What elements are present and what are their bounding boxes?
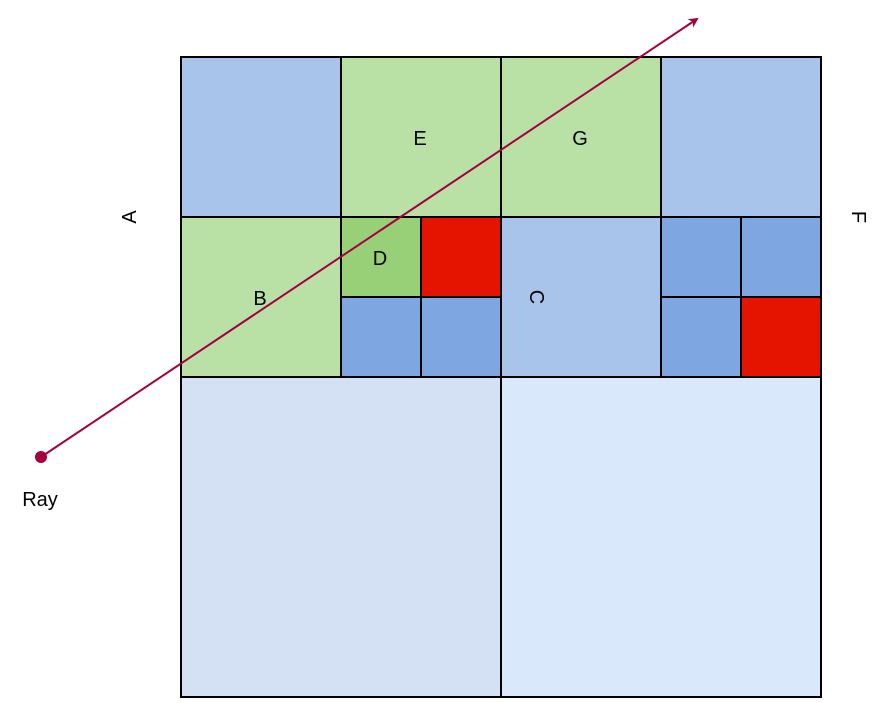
- cell-bottom-left: [180, 376, 502, 698]
- cell-c: [500, 216, 662, 378]
- cell-e: [340, 56, 502, 218]
- cell-f-top-left: [660, 216, 742, 298]
- cell-d-right-red: [420, 216, 502, 298]
- cell-bottom-right: [500, 376, 822, 698]
- outer-border: [180, 56, 822, 698]
- label-f: F: [847, 211, 869, 223]
- label-b: B: [253, 288, 266, 310]
- cell-f-top-right: [740, 216, 822, 298]
- label-e: E: [413, 128, 426, 150]
- cell-f-bottom-right-red: [740, 296, 822, 378]
- ray-line: [40, 17, 699, 458]
- cell-f-bottom-left: [660, 296, 742, 378]
- label-ray: Ray: [22, 489, 58, 511]
- label-g: G: [572, 128, 588, 150]
- cell-d-bottom-right: [420, 296, 502, 378]
- ray-origin-dot: [35, 451, 47, 463]
- label-c: C: [525, 290, 547, 304]
- cell-top-right: [660, 56, 822, 218]
- cell-d-bottom-left: [340, 296, 422, 378]
- cell-g: [500, 56, 662, 218]
- cell-top-left: [180, 56, 342, 218]
- label-d: D: [373, 248, 387, 270]
- cell-b: [180, 216, 342, 378]
- label-a: A: [119, 210, 141, 224]
